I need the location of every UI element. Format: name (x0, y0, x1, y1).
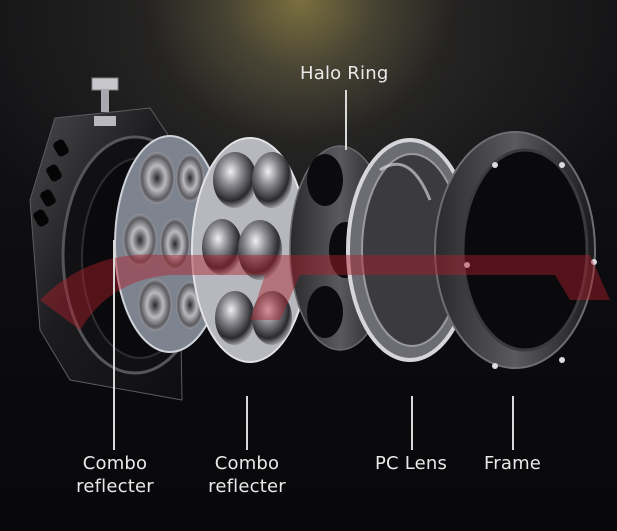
label-halo-ring: Halo Ring (300, 63, 389, 84)
combo-reflecter-plate-2 (191, 137, 309, 363)
leader-line-halo-ring (345, 90, 347, 150)
label-line: Combo (82, 453, 148, 474)
label-line: Combo (214, 453, 280, 474)
leader-line-combo-reflecter-1 (113, 240, 115, 450)
label-frame: Frame (484, 453, 542, 474)
frame-part (434, 131, 597, 369)
label-pc-lens: PC Lens (375, 453, 448, 474)
leader-line-frame (512, 396, 514, 450)
label-combo-reflecter-1: Combo reflecter (75, 452, 155, 498)
label-line: reflecter (208, 476, 286, 497)
pc-lens-part (346, 138, 474, 362)
watermark (40, 254, 610, 330)
label-line: reflecter (76, 476, 154, 497)
leader-line-combo-reflecter-2 (246, 396, 248, 450)
label-combo-reflecter-2: Combo reflecter (207, 452, 287, 498)
leader-line-pc-lens (411, 396, 413, 450)
